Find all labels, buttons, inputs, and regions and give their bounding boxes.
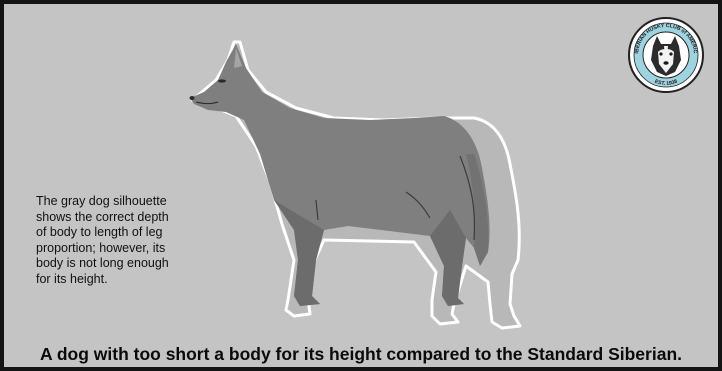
figure-caption: A dog with too short a body for its heig…	[4, 344, 718, 365]
explanation-note: The gray dog silhouette shows the correc…	[36, 194, 246, 287]
note-line: The gray dog silhouette	[36, 194, 246, 210]
eye	[218, 79, 226, 82]
note-line: of body to length of leg	[36, 225, 246, 241]
note-line: for its height.	[36, 272, 246, 288]
shca-club-seal-logo: SIBERIAN HUSKY CLUB of AMERICA EST. 1938	[627, 16, 705, 94]
dog-comparison-illustration	[4, 4, 718, 367]
note-line: proportion; however, its	[36, 241, 246, 257]
note-line: shows the correct depth	[36, 210, 246, 226]
note-line: body is not long enough	[36, 256, 246, 272]
nose	[190, 96, 195, 100]
